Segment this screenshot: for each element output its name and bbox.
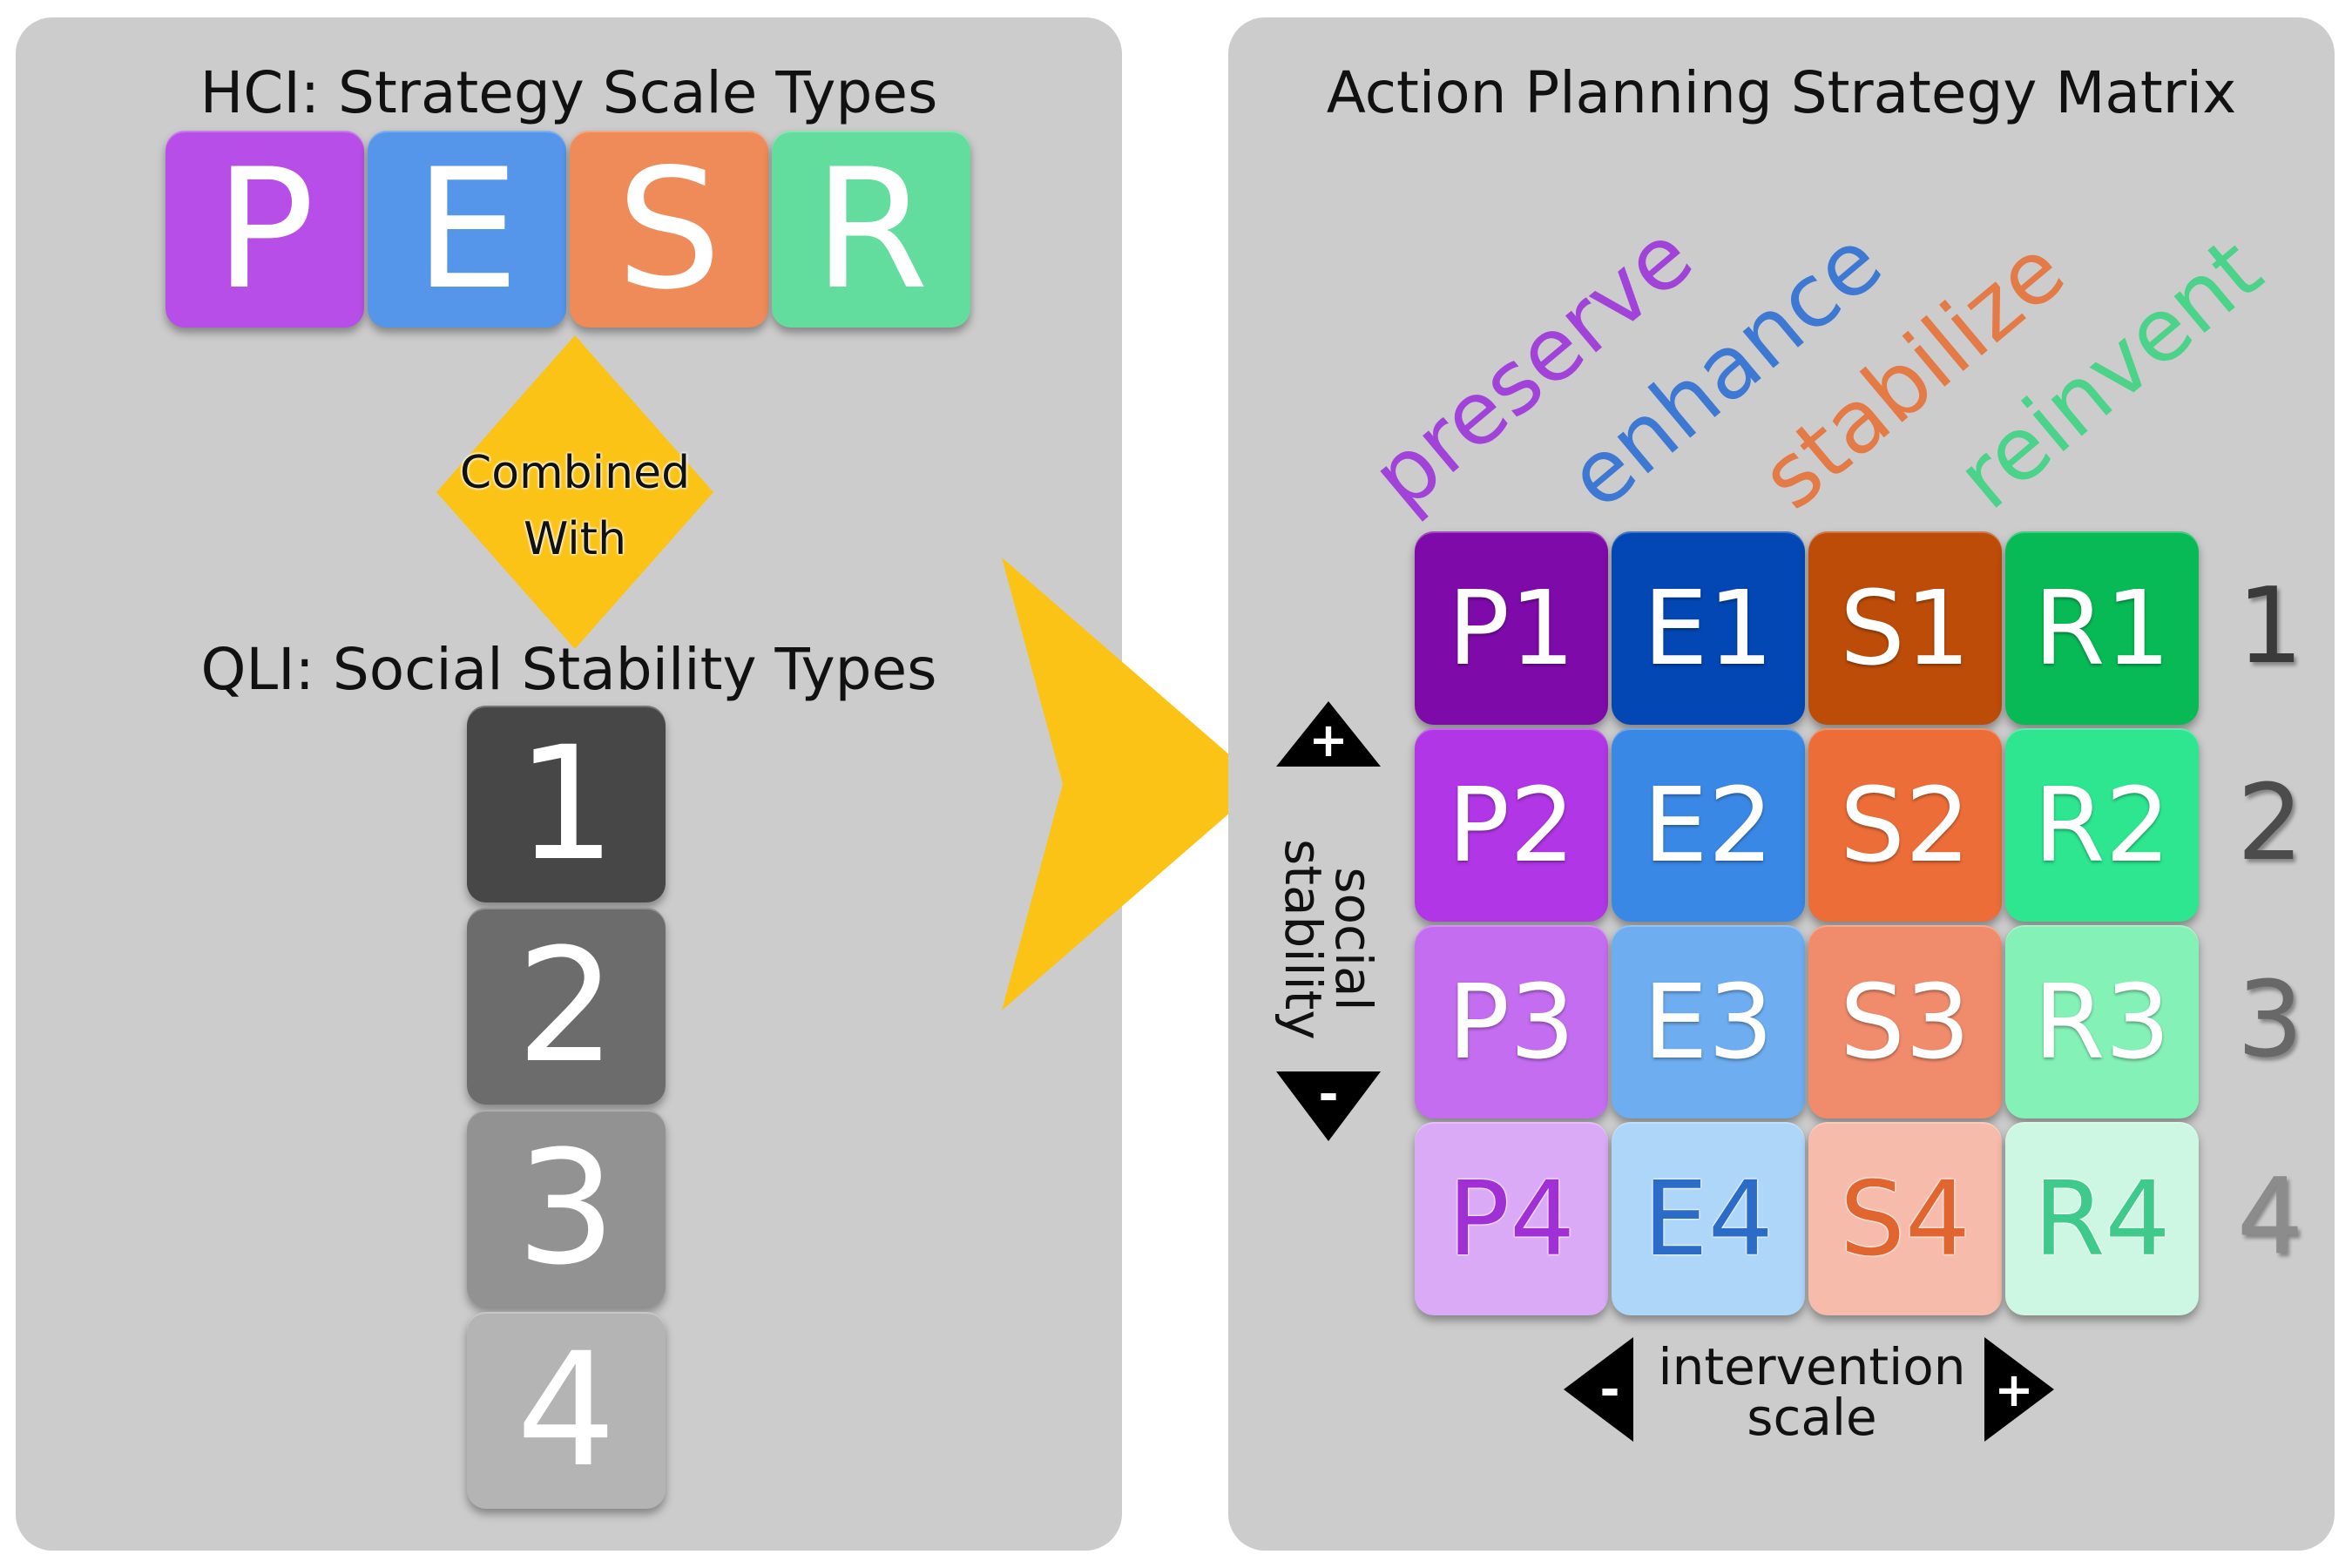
cell-label: R1 (2033, 568, 2171, 688)
transform-arrow (1002, 558, 1263, 1010)
social-stability-line-2: stability (1274, 839, 1333, 1040)
right-panel: Action Planning Strategy Matrix preserve… (1228, 17, 2335, 1551)
cell-label: E3 (1643, 962, 1774, 1082)
social-stability-label: social stability (1274, 839, 1383, 1040)
stability-number: 2 (516, 915, 617, 1098)
minus-sign: - (1599, 1362, 1619, 1418)
matrix-cell-r2: R2 (2005, 728, 2199, 922)
matrix-cell-r1: R1 (2005, 531, 2199, 725)
matrix-title: Action Planning Strategy Matrix (1326, 59, 2237, 126)
combined-with-connector: Combined With (436, 335, 713, 649)
pesr-letter: R (813, 132, 929, 326)
matrix-cell-r3: R3 (2005, 925, 2199, 1119)
social-stability-up-arrow (1276, 701, 1381, 767)
axis-arrows: + - - + (1276, 701, 2054, 1442)
matrix-cell-e3: E3 (1612, 925, 1805, 1119)
matrix-cell-s3: S3 (1808, 925, 2002, 1119)
matrix-cell-e2: E2 (1612, 728, 1805, 922)
cell-label: E4 (1643, 1159, 1774, 1279)
matrix-cell-p1: P1 (1415, 531, 1608, 725)
minus-sign: - (1318, 1066, 1338, 1123)
intervention-scale-right-arrow (1984, 1337, 2054, 1442)
left-panel: HCI: Strategy Scale Types P E S R Combin… (16, 17, 1122, 1551)
matrix-cell-p2: P2 (1415, 728, 1608, 922)
matrix-cell-s1: S1 (1808, 531, 2002, 725)
stability-number: 4 (516, 1319, 617, 1502)
intervention-scale-line-2: scale (1747, 1388, 1877, 1447)
connector-label: Combined With (436, 440, 713, 572)
stability-tile-1: 1 (467, 706, 666, 902)
intervention-scale-line-1: intervention (1658, 1337, 1966, 1396)
cell-label: S4 (1840, 1159, 1970, 1279)
stability-tile-4: 4 (467, 1312, 666, 1509)
matrix-cell-e1: E1 (1612, 531, 1805, 725)
connector-line-1: Combined (459, 447, 691, 499)
cell-label: S3 (1840, 962, 1970, 1082)
matrix-cell-p3: P3 (1415, 925, 1608, 1119)
cell-label: S2 (1840, 765, 1970, 885)
pesr-letter: E (414, 132, 520, 326)
cell-label: E1 (1643, 568, 1774, 688)
stability-number: 3 (516, 1117, 617, 1300)
diamond-shape (436, 335, 713, 649)
social-stability-down-arrow (1276, 1071, 1381, 1141)
row-number-4: 4 (2236, 1157, 2304, 1278)
cell-label: R2 (2033, 765, 2171, 885)
pesr-letter: S (616, 132, 722, 326)
matrix-cell-p4: P4 (1415, 1122, 1608, 1315)
matrix-cell-e4: E4 (1612, 1122, 1805, 1315)
stability-tile-3: 3 (467, 1110, 666, 1307)
cell-label: R3 (2033, 962, 2171, 1082)
matrix-cell-s4: S4 (1808, 1122, 2002, 1315)
stability-number: 1 (516, 713, 617, 896)
intervention-scale-left-arrow (1564, 1337, 1633, 1442)
social-stability-line-1: social (1324, 867, 1383, 1011)
intervention-scale-label: intervention scale (1638, 1342, 1986, 1443)
cell-label: P3 (1447, 962, 1576, 1082)
row-number-3: 3 (2236, 960, 2304, 1081)
cell-label: P4 (1447, 1159, 1576, 1279)
row-number-1: 1 (2236, 566, 2304, 687)
matrix-cell-s2: S2 (1808, 728, 2002, 922)
cell-label: S1 (1840, 568, 1970, 688)
pesr-letter: P (214, 132, 315, 326)
cell-label: P1 (1447, 568, 1576, 688)
row-number-2: 2 (2236, 763, 2304, 884)
cell-label: P2 (1447, 765, 1576, 885)
pesr-tile-e: E (368, 131, 566, 328)
pesr-tile-r: R (772, 131, 970, 328)
social-stability-title: QLI: Social Stability Types (200, 636, 937, 703)
cell-label: E2 (1643, 765, 1774, 885)
strategy-scale-title: HCI: Strategy Scale Types (199, 59, 938, 126)
plus-sign: + (1308, 713, 1348, 767)
plus-sign: + (1994, 1362, 2033, 1417)
pesr-tile-p: P (166, 131, 364, 328)
matrix-cell-r4: R4 (2005, 1122, 2199, 1315)
cell-label: R4 (2033, 1159, 2171, 1279)
stability-tile-2: 2 (467, 908, 666, 1105)
connector-line-2: With (523, 513, 627, 565)
pesr-tile-s: S (570, 131, 768, 328)
